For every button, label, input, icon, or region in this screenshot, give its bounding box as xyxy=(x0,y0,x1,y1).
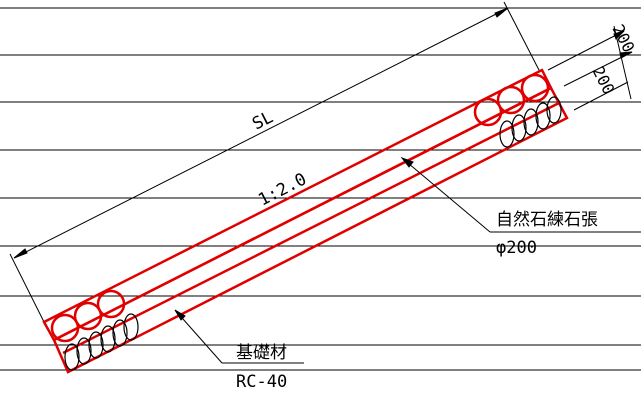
leader-lines xyxy=(174,156,641,364)
facing-material-name: 自然石練石張 xyxy=(496,210,598,230)
facing-leader xyxy=(401,157,491,233)
revetment-structure xyxy=(42,68,569,374)
base-material-spec: RC-40 xyxy=(236,372,287,392)
base-gravel-lower xyxy=(64,313,139,371)
dimension-top-label: 200 xyxy=(608,21,638,55)
facing-stones-lower xyxy=(50,289,126,343)
thickness-dimensions xyxy=(547,25,633,111)
dimension-bottom-label: 200 xyxy=(588,63,618,97)
layer-divider xyxy=(62,101,560,355)
slope-length-label: SL xyxy=(249,107,276,134)
facing-stones-upper xyxy=(473,73,550,127)
gradient-label: 1:2.0 xyxy=(255,169,310,210)
reference-lines xyxy=(0,7,641,371)
base-layer-outline xyxy=(52,86,569,374)
sl-dimension xyxy=(9,1,541,323)
base-material-name: 基礎材 xyxy=(236,343,287,363)
base-gravel-upper xyxy=(499,96,562,148)
facing-material-spec: φ200 xyxy=(496,238,537,258)
